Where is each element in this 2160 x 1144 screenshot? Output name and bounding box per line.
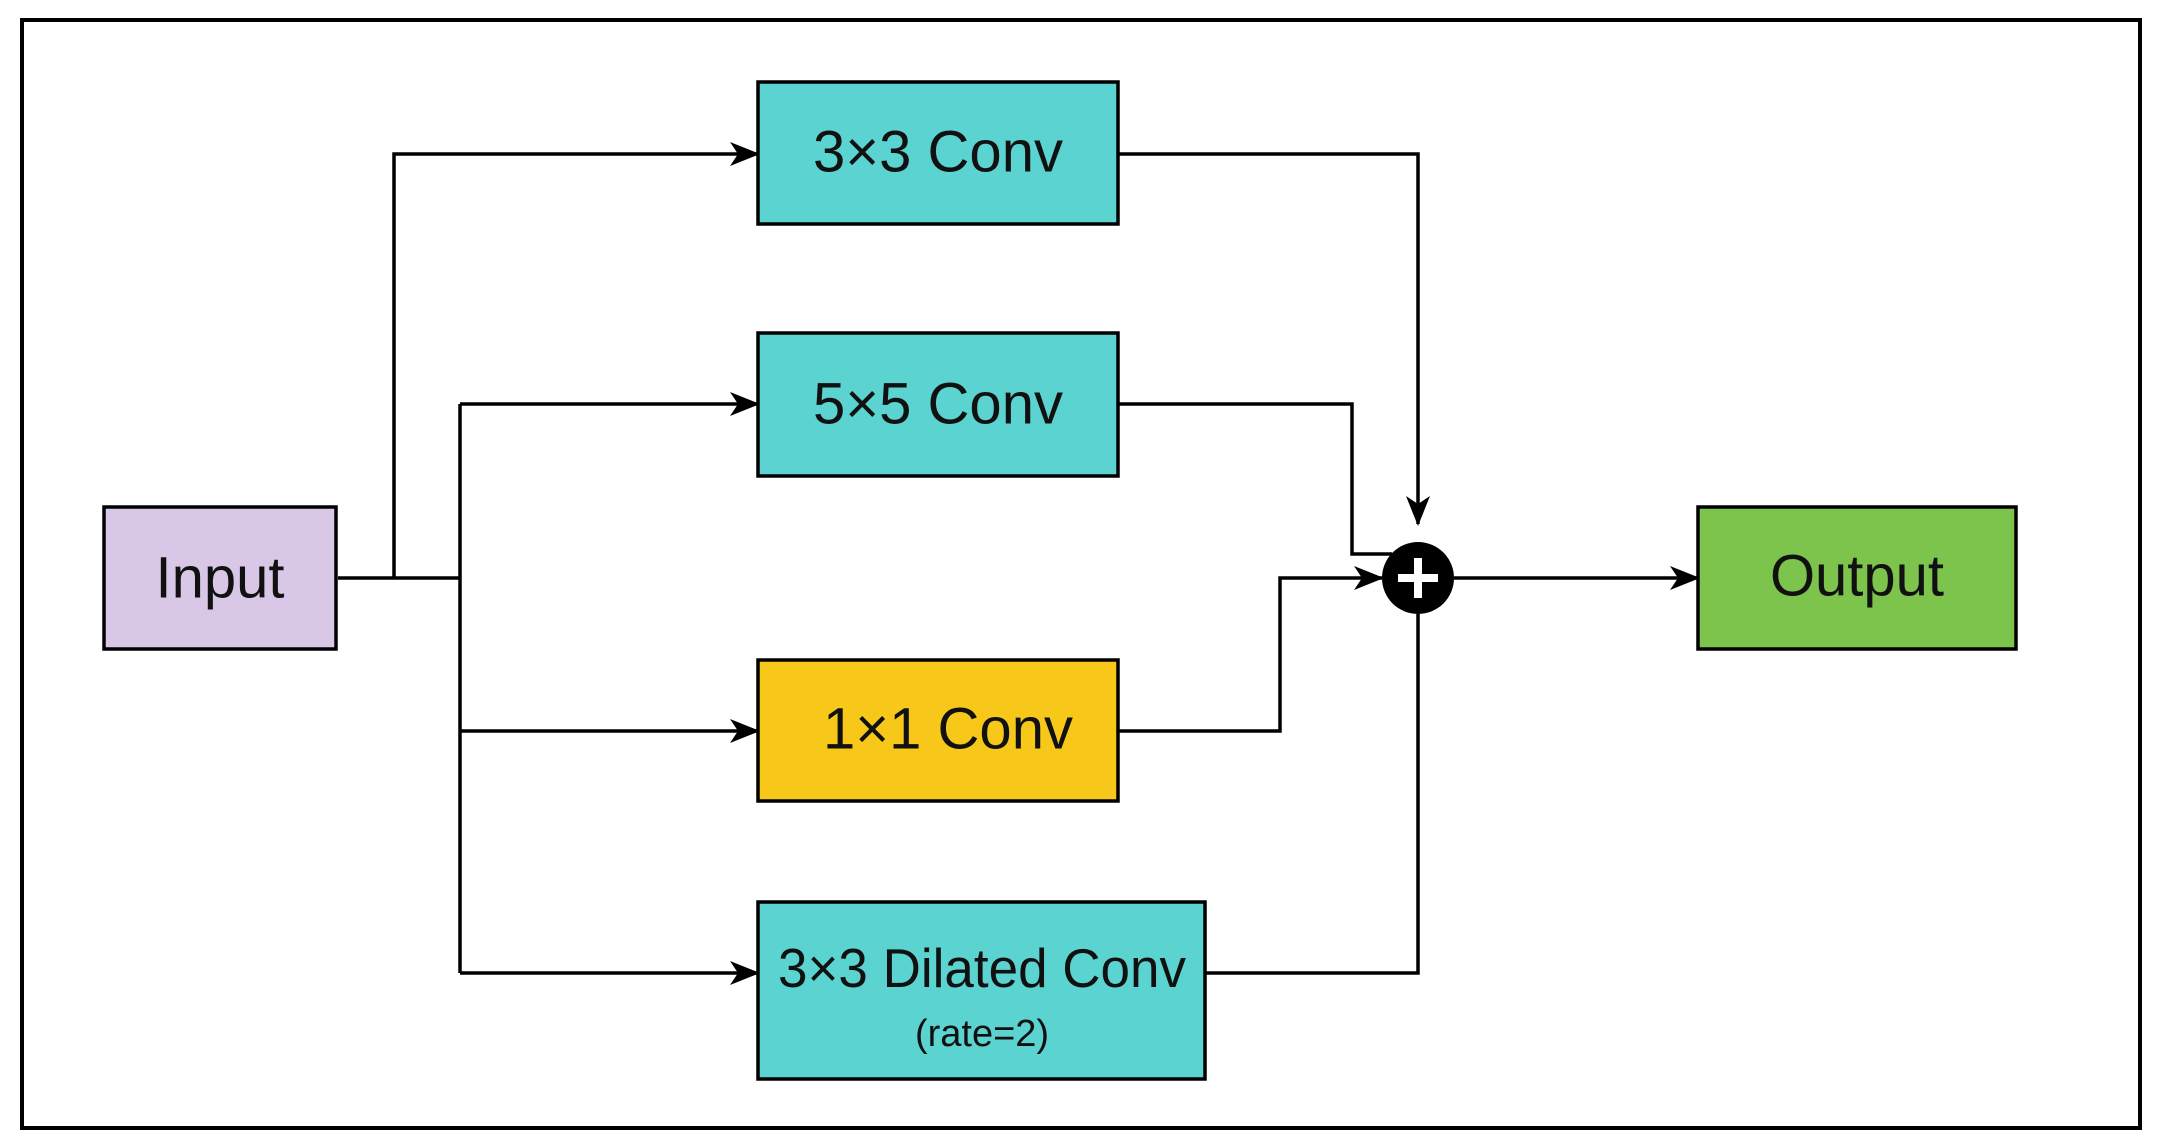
node-input: Input [102, 505, 338, 651]
edge-dilated-to-sum [1205, 614, 1420, 975]
node-input-box [102, 505, 338, 651]
node-dilated-conv-label: 3×3 Dilated Conv [778, 937, 1186, 999]
node-conv5x5-box [756, 331, 1120, 478]
node-conv1x1-box [756, 658, 1120, 803]
node-output: Output [1696, 505, 2018, 651]
plus-icon [1398, 558, 1438, 598]
edge-input-to-conv3 [392, 142, 760, 578]
node-output-box [1696, 505, 2018, 651]
node-conv3x3-label: 3×3 Conv [813, 120, 1063, 185]
node-conv1x1-label: 1×1 Conv [823, 697, 1073, 762]
edge-conv1-to-sum [1118, 566, 1384, 733]
node-conv3x3: 3×3 Conv [756, 80, 1120, 226]
edge-conv3-to-sum [1118, 152, 1430, 526]
node-conv5x5-label: 5×5 Conv [813, 372, 1063, 437]
node-input-label: Input [156, 546, 285, 611]
node-conv1x1: 1×1 Conv [756, 658, 1120, 803]
node-dilated-conv-sublabel: (rate=2) [915, 1013, 1049, 1055]
edge-conv5-to-sum [1118, 402, 1392, 556]
node-dilated-conv: 3×3 Dilated Conv (rate=2) [756, 900, 1207, 1081]
node-conv5x5: 5×5 Conv [756, 331, 1120, 478]
node-conv3x3-box [756, 80, 1120, 226]
node-output-label: Output [1770, 544, 1944, 609]
connectors [338, 142, 1700, 985]
sum-node [1382, 542, 1454, 614]
node-dilated-conv-box [756, 900, 1207, 1081]
